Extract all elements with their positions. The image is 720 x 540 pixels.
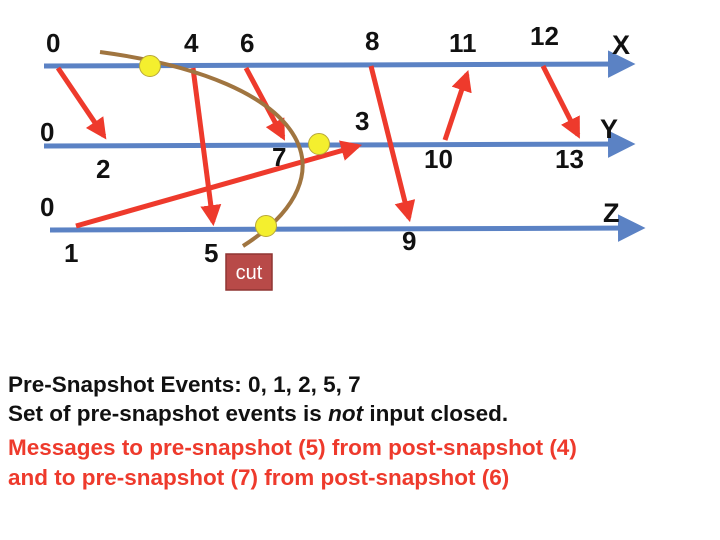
text-line-input-closed: Set of pre-snapshot events is not input … xyxy=(8,399,508,428)
event-label-z-5: 5 xyxy=(204,238,218,268)
message-arrow-0-to-2 xyxy=(55,66,107,140)
message-arrow-6-to-7 xyxy=(243,66,286,141)
text-line-messages-post-6: and to pre-snapshot (7) from post-snapsh… xyxy=(8,465,510,490)
cut-label: cut xyxy=(236,262,263,284)
event-label-y-2: 2 xyxy=(96,154,110,184)
input-closed-emphasis: not xyxy=(328,401,364,426)
cut-markers xyxy=(139,55,330,237)
text-line-pre-snapshot-events: Pre-Snapshot Events: 0, 1, 2, 5, 7 xyxy=(8,372,361,397)
process-line-z xyxy=(49,214,646,242)
event-label-x-4: 4 xyxy=(184,28,199,58)
process-label-y: Y xyxy=(600,114,618,144)
process-line-y xyxy=(43,130,636,158)
message-arrow-12-to-13 xyxy=(540,64,581,139)
message-arrow-4-to-5 xyxy=(190,67,222,227)
event-label-x-6: 6 xyxy=(240,28,254,58)
event-labels: 0 4 6 8 11 12 0 2 7 3 10 13 0 1 5 9 xyxy=(40,21,584,268)
process-lines xyxy=(43,50,646,242)
event-label-y-0: 0 xyxy=(40,117,54,147)
input-closed-text-after: input closed. xyxy=(363,401,509,426)
cut-marker-z xyxy=(255,215,277,237)
process-label-x: X xyxy=(612,30,630,60)
text-line-messages-post-4: Messages to pre-snapshot (5) from post-s… xyxy=(8,435,577,460)
event-label-x-12: 12 xyxy=(530,21,559,51)
process-label-z: Z xyxy=(603,198,620,228)
event-label-y-10: 10 xyxy=(424,144,453,174)
input-closed-text-before: Set of pre-snapshot events is xyxy=(8,401,329,426)
cut-label-box: cut xyxy=(225,253,273,291)
space-time-diagram: X Y Z 0 4 6 8 11 12 0 2 7 xyxy=(40,21,646,291)
event-label-x-8: 8 xyxy=(365,26,379,56)
process-line-x xyxy=(43,50,636,78)
event-label-z-0: 0 xyxy=(40,192,54,222)
process-labels: X Y Z xyxy=(600,30,630,228)
cut-marker-x xyxy=(139,55,161,77)
message-arrow-10-to-11 xyxy=(442,70,472,141)
message-arrows xyxy=(55,64,581,229)
event-label-x-0: 0 xyxy=(46,28,60,58)
event-label-z-1: 1 xyxy=(64,238,78,268)
event-label-y-13: 13 xyxy=(555,144,584,174)
event-label-y-3: 3 xyxy=(355,106,369,136)
message-arrow-8-to-9 xyxy=(368,65,416,223)
cut-marker-y xyxy=(308,133,330,155)
event-label-z-9: 9 xyxy=(402,226,416,256)
message-arrow-1-to-3 xyxy=(75,140,363,229)
event-label-y-7: 7 xyxy=(272,142,286,172)
cut-curve xyxy=(99,50,305,248)
event-label-x-11: 11 xyxy=(449,28,477,58)
cut-label-background xyxy=(225,253,273,291)
